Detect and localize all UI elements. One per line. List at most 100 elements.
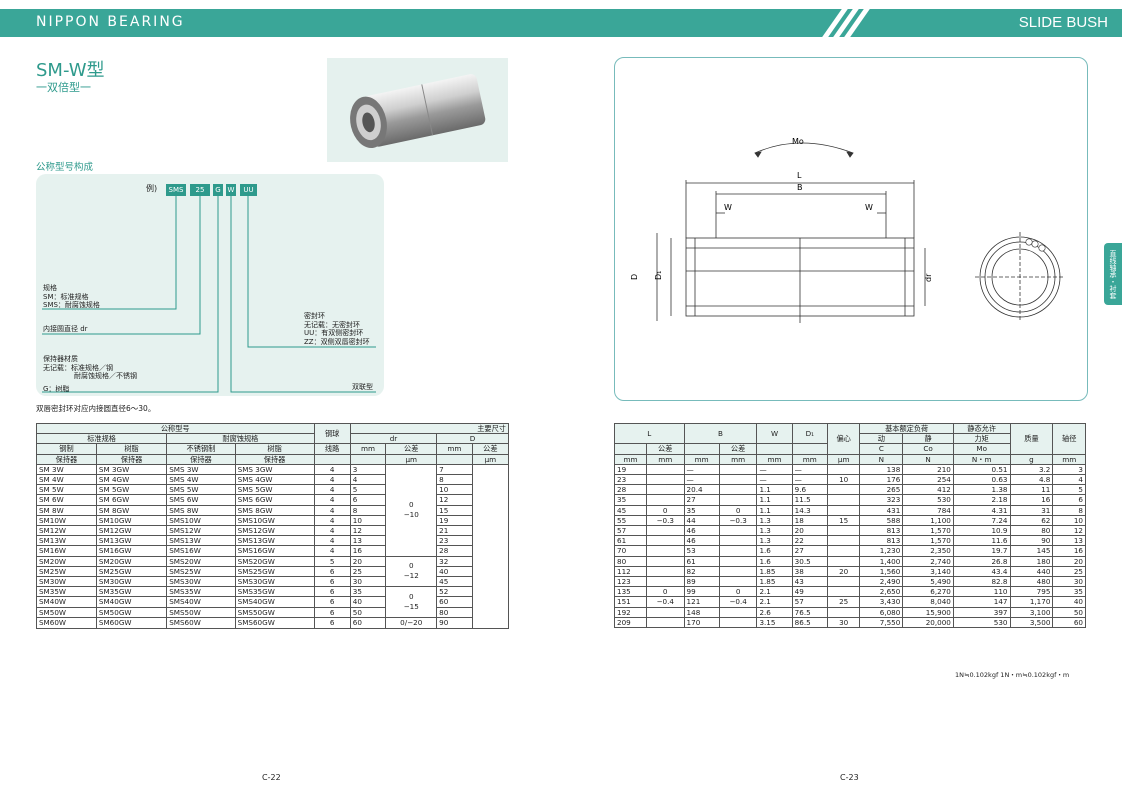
th-steel: 钢制 bbox=[36, 443, 97, 455]
th-Co: Co bbox=[902, 443, 954, 455]
tolerance-cell: 0 −10 bbox=[385, 463, 438, 557]
table-cell: 1.6 bbox=[756, 545, 793, 557]
table-cell: 6,080 bbox=[859, 606, 904, 618]
table-cell: 12 bbox=[349, 525, 387, 537]
th-resin2: 树脂 bbox=[234, 443, 315, 455]
table-cell: — bbox=[683, 463, 720, 476]
table-cell bbox=[645, 525, 685, 537]
table-cell: SM 5W bbox=[36, 484, 97, 496]
table-cell: 1,170 bbox=[1009, 596, 1054, 608]
table-cell bbox=[645, 535, 685, 547]
double-label: 双联型 bbox=[352, 383, 373, 391]
page-number-right: C-23 bbox=[840, 773, 859, 782]
table-cell: 86.5 bbox=[791, 616, 828, 629]
page-number-left: C-22 bbox=[262, 773, 281, 782]
table-cell: 62 bbox=[1009, 514, 1054, 527]
seal-block: 密封环 无记载：无密封环 UU：有双侧密封环 ZZ：双侧双唇密封环 bbox=[304, 312, 370, 346]
table-cell: 4 bbox=[313, 504, 351, 516]
table-cell: 52 bbox=[436, 586, 473, 598]
table-cell: 3,500 bbox=[1009, 616, 1054, 629]
table-cell: 480 bbox=[1009, 576, 1054, 588]
table-cell: 3,100 bbox=[1009, 606, 1054, 618]
label-dr: dr bbox=[924, 273, 933, 282]
th-B: B bbox=[683, 422, 758, 445]
table-cell: 11 bbox=[1009, 484, 1054, 496]
table-cell: SMS 3GW bbox=[234, 463, 315, 476]
right-spec-table: L B W D₁ 偏心 基本额定负荷 静态允许 质量 轴径 动 静 力矩 公差 … bbox=[614, 422, 1086, 629]
table-cell: 61 bbox=[614, 535, 647, 547]
seal-label: 密封环 bbox=[304, 312, 325, 320]
config-leader-lines bbox=[42, 196, 376, 393]
table-cell: 588 bbox=[859, 514, 904, 527]
table-cell: SM50GW bbox=[95, 606, 168, 618]
th-resin: 树脂 bbox=[95, 443, 168, 455]
table-cell: SM 8W bbox=[36, 504, 97, 516]
th-lines: 线路 bbox=[313, 443, 351, 455]
table-cell: SM20W bbox=[36, 555, 97, 567]
th-unit: N・m bbox=[952, 453, 1011, 465]
th-std: 标准规格 bbox=[35, 433, 168, 445]
table-cell: SMS13GW bbox=[234, 535, 315, 547]
table-cell: −0.4 bbox=[645, 596, 685, 608]
table-cell: 27 bbox=[683, 494, 720, 506]
table-cell bbox=[826, 463, 861, 476]
table-cell: SMS 3W bbox=[166, 463, 236, 476]
table-cell: 2.1 bbox=[756, 586, 793, 598]
table-cell bbox=[718, 576, 758, 588]
table-cell: 1.85 bbox=[756, 576, 793, 588]
table-cell: 1,570 bbox=[902, 535, 954, 547]
table-cell: 30 bbox=[1052, 576, 1086, 588]
th-load: 基本额定负荷 bbox=[859, 422, 954, 435]
table-cell: 431 bbox=[859, 504, 904, 516]
side-tab[interactable]: 直线轴承・衬套 bbox=[1104, 243, 1122, 305]
table-cell: SMS30GW bbox=[234, 576, 315, 588]
table-cell: 99 bbox=[683, 586, 720, 598]
th-unit: mm bbox=[645, 453, 685, 465]
table-cell: 254 bbox=[902, 474, 954, 486]
th-ret: 保持器 bbox=[95, 453, 168, 465]
table-cell: 23 bbox=[436, 535, 473, 547]
th-mo: 静态允许 bbox=[952, 422, 1011, 435]
table-cell: 10 bbox=[826, 474, 861, 486]
table-cell: SMS50GW bbox=[234, 606, 315, 618]
table-cell: 13 bbox=[1052, 535, 1086, 547]
th-W: W bbox=[756, 422, 793, 445]
table-cell: 0 bbox=[645, 504, 685, 516]
page-subtitle: 一双倍型一 bbox=[36, 81, 91, 94]
table-cell: 440 bbox=[1009, 565, 1054, 578]
table-cell: SMS 4W bbox=[166, 474, 236, 486]
table-cell: 0.63 bbox=[952, 474, 1011, 486]
table-cell: 30 bbox=[349, 576, 387, 588]
table-cell: 32 bbox=[436, 555, 473, 567]
table-cell: 0 bbox=[645, 586, 685, 598]
table-cell: 147 bbox=[952, 596, 1011, 608]
table-cell bbox=[718, 606, 758, 618]
table-cell: 43.4 bbox=[952, 565, 1011, 578]
table-cell: 170 bbox=[683, 616, 720, 629]
label-W: W bbox=[724, 203, 732, 212]
table-cell: SM16W bbox=[36, 545, 97, 557]
table-cell: 1,100 bbox=[902, 514, 954, 527]
table-cell: 82 bbox=[683, 565, 720, 578]
th-empty bbox=[349, 453, 387, 465]
model-config-box bbox=[36, 174, 384, 396]
table-cell: 121 bbox=[683, 596, 720, 608]
table-cell: SMS60W bbox=[166, 616, 236, 629]
table-cell: SM12W bbox=[36, 525, 97, 537]
table-cell: SM 5GW bbox=[95, 484, 168, 496]
table-cell: 20 bbox=[349, 555, 387, 567]
table-cell: 7.24 bbox=[952, 514, 1011, 527]
table-cell: 82.8 bbox=[952, 576, 1011, 588]
table-cell: SM25W bbox=[36, 565, 97, 578]
label-W: W bbox=[865, 203, 873, 212]
page-title: SM-W型 bbox=[36, 60, 105, 81]
table-cell bbox=[718, 565, 758, 578]
table-cell: 7,550 bbox=[859, 616, 904, 629]
table-cell bbox=[645, 555, 685, 567]
table-cell: 20 bbox=[826, 565, 861, 578]
table-cell bbox=[718, 463, 758, 476]
